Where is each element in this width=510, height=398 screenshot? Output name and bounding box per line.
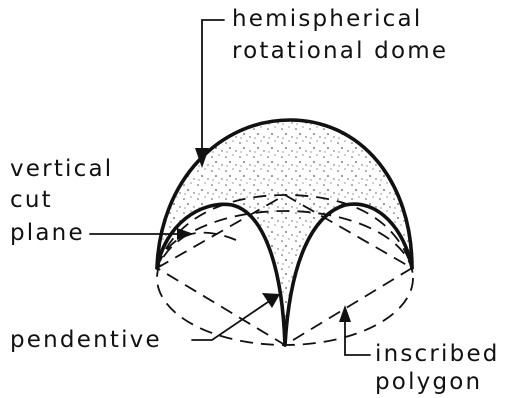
cut-plane-label-line3: plane (10, 220, 85, 246)
cut-plane-arrowhead (177, 228, 194, 240)
cut-plane-label-line2: cut (10, 187, 53, 213)
pendentive-label: pendentive (10, 327, 162, 353)
polygon-label-line2: polygon (375, 369, 482, 395)
pendentive-leader (192, 302, 268, 340)
polygon-arrowhead (339, 305, 351, 322)
dome-label-line1: hemispherical (232, 6, 422, 32)
cut-plane-label-line1: vertical (10, 156, 113, 182)
dome-label-line2: rotational dome (232, 38, 448, 64)
pendentive-arrowhead (262, 293, 280, 308)
polygon-label-line1: inscribed (375, 341, 500, 367)
dome-leader (202, 20, 224, 156)
